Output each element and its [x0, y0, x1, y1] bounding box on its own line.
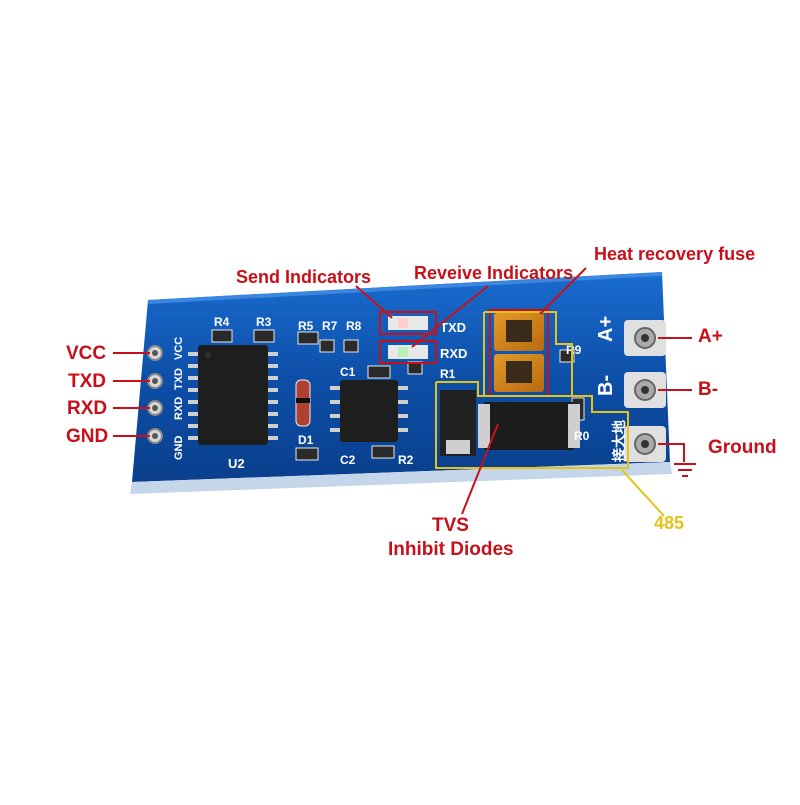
label-inhibit-diodes: Inhibit Diodes [388, 539, 514, 560]
label-a-plus: A+ [698, 326, 723, 347]
silk-pin-gnd: GND [173, 436, 185, 461]
label-receive-indicators: Reveive Indicators [414, 263, 574, 283]
silk-ref-r2: R2 [398, 453, 414, 467]
silk-ref-r0: R0 [574, 429, 590, 443]
label-rxd: RXD [67, 398, 108, 419]
screw-terminals [624, 320, 666, 462]
label-ground: Ground [708, 437, 777, 458]
label-vcc: VCC [66, 343, 107, 364]
silk-ref-r7: R7 [322, 319, 338, 333]
silkscreen-text: GND RXD TXD VCC TXD RXD A+ B- 接大地 R4 R3 … [173, 315, 627, 471]
label-tvs: TVS [432, 515, 469, 536]
silk-ref-r3: R3 [256, 315, 272, 329]
silk-ref-r1: R1 [440, 367, 456, 381]
silk-led-txd: TXD [440, 320, 466, 335]
diode-d1 [295, 379, 311, 427]
leader-lines [113, 267, 696, 517]
silk-ref-r5: R5 [298, 319, 314, 333]
silk-ref-d1: D1 [298, 433, 314, 447]
silk-ref-c2: C2 [340, 453, 356, 467]
fuses [494, 313, 544, 392]
tvs-diodes [440, 390, 580, 456]
silk-ref-r8: R8 [346, 319, 362, 333]
silk-ref-r4: R4 [214, 315, 230, 329]
label-heat-recovery-fuse: Heat recovery fuse [594, 244, 756, 264]
silk-ref-r9: R9 [566, 343, 582, 357]
smd-components [211, 329, 585, 461]
silk-ref-u2: U2 [228, 456, 245, 471]
silk-ref-c1: C1 [340, 365, 356, 379]
silk-ground-cn: 接大地 [611, 420, 627, 462]
label-gnd: GND [66, 426, 109, 447]
label-b-minus: B- [698, 379, 719, 400]
silk-a-plus: A+ [595, 316, 617, 342]
silk-pin-txd: TXD [173, 368, 185, 390]
silk-pin-rxd: RXD [173, 397, 185, 420]
label-txd: TXD [68, 371, 106, 392]
silk-pin-vcc: VCC [173, 337, 185, 360]
chip-u2 [188, 345, 278, 445]
label-485: 485 [654, 513, 685, 533]
chip-transceiver [330, 380, 408, 442]
silk-b-minus: B- [595, 375, 617, 396]
annotation-boxes [379, 309, 629, 469]
indicator-leds [388, 316, 428, 359]
label-send-indicators: Send Indicators [236, 267, 372, 287]
silk-led-rxd: RXD [440, 346, 467, 361]
